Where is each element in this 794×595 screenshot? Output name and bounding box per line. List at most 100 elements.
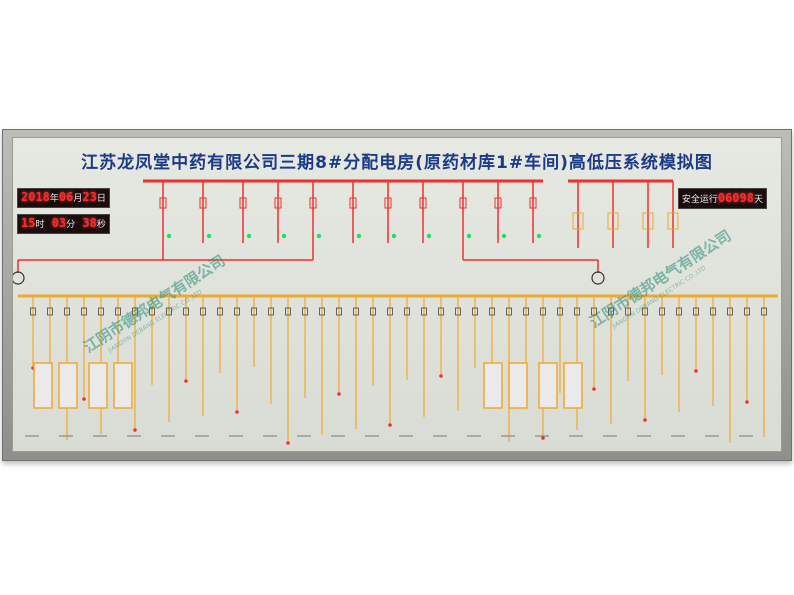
lv-lamp-12 (235, 410, 239, 414)
lv-breaker-18 (336, 307, 342, 316)
lv-lamp-18 (337, 392, 341, 396)
lv-breaker-39 (693, 307, 699, 316)
lv-lamp-9 (184, 379, 188, 383)
safe-run-days: 06098 (717, 191, 754, 205)
lv-breaker-34 (608, 307, 614, 316)
lv-breaker-19 (353, 307, 359, 316)
hv-breaker-4 (309, 197, 317, 209)
transformer-right (591, 271, 605, 285)
lv-breaker-29 (523, 307, 529, 316)
hv-status-lamp-9 (501, 233, 507, 239)
lv-breaker-16 (302, 307, 308, 316)
hv-breaker-5 (349, 197, 357, 209)
lv-breaker-30 (540, 307, 546, 316)
lv-breaker-5 (115, 307, 121, 316)
lv-breaker-33 (591, 307, 597, 316)
lv-breaker-15 (285, 307, 291, 316)
lv-lamp-42 (745, 400, 749, 404)
hv-right-pt-2 (642, 212, 654, 230)
year-value: 2018 (21, 190, 50, 204)
lv-breaker-12 (234, 307, 240, 316)
hv-status-lamp-2 (246, 233, 252, 239)
second-unit: 秒 (96, 220, 106, 230)
lv-breaker-36 (642, 307, 648, 316)
lv-breaker-43 (761, 307, 767, 316)
lv-breaker-21 (387, 307, 393, 316)
lv-breaker-10 (200, 307, 206, 316)
lv-breaker-3 (81, 307, 87, 316)
hv-breaker-6 (384, 197, 392, 209)
capacitor-cabinet-left-1 (58, 362, 78, 409)
hv-right-pt-3 (667, 212, 679, 230)
hv-breaker-1 (199, 197, 207, 209)
lv-breaker-37 (659, 307, 665, 316)
hv-breaker-2 (239, 197, 247, 209)
day-unit: 日 (96, 194, 106, 204)
board-title: 江苏龙凤堂中药有限公司三期8#分配电房(原药材库1#车间)高低压系统模拟图 (81, 153, 713, 173)
lv-breaker-8 (166, 307, 172, 316)
capacitor-cabinet-right-1 (508, 362, 528, 409)
lv-lamp-24 (439, 374, 443, 378)
hv-status-lamp-4 (316, 233, 322, 239)
hour-unit: 时 (35, 220, 45, 230)
hour-value: 15 (21, 216, 36, 230)
lv-breaker-38 (676, 307, 682, 316)
lv-breaker-40 (710, 307, 716, 316)
capacitor-cabinet-left-3 (113, 362, 133, 409)
hv-status-lamp-7 (426, 233, 432, 239)
month-unit: 月 (73, 194, 83, 204)
hv-breaker-3 (274, 197, 282, 209)
lv-breaker-22 (404, 307, 410, 316)
date-display: 2018年06月23日 (17, 188, 110, 208)
minute-unit: 分 (66, 220, 76, 230)
month-value: 06 (58, 190, 74, 204)
lv-breaker-27 (489, 307, 495, 316)
safe-run-label: 安全运行 (681, 195, 718, 205)
hv-status-lamp-5 (356, 233, 362, 239)
lv-breaker-2 (64, 307, 70, 316)
lv-lamp-30 (541, 436, 545, 440)
capacitor-cabinet-right-2 (538, 362, 558, 409)
hv-breaker-0 (159, 197, 167, 209)
hv-status-lamp-8 (466, 233, 472, 239)
lv-breaker-24 (438, 307, 444, 316)
lv-breaker-1 (47, 307, 53, 316)
hv-breaker-7 (419, 197, 427, 209)
lv-lamp-21 (388, 423, 392, 427)
lv-lamp-3 (82, 397, 86, 401)
lv-breaker-31 (557, 307, 563, 316)
hv-status-lamp-6 (391, 233, 397, 239)
lv-breaker-17 (319, 307, 325, 316)
lv-lamp-39 (694, 369, 698, 373)
capacitor-cabinet-right-0 (483, 362, 503, 409)
lv-breaker-6 (132, 307, 138, 316)
lv-lamp-6 (133, 428, 137, 432)
lv-breaker-41 (727, 307, 733, 316)
second-value: 38 (82, 216, 97, 230)
lv-breaker-14 (268, 307, 274, 316)
lv-breaker-20 (370, 307, 376, 316)
lv-breaker-9 (183, 307, 189, 316)
lv-breaker-28 (506, 307, 512, 316)
lv-breaker-32 (574, 307, 580, 316)
hv-right-pt-0 (572, 212, 584, 230)
safe-run-display: 安全运行06098天 (677, 188, 767, 209)
lv-breaker-4 (98, 307, 104, 316)
single-line-diagram (13, 179, 778, 445)
hv-breaker-8 (459, 197, 467, 209)
board-frame: 江苏龙凤堂中药有限公司三期8#分配电房(原药材库1#车间)高低压系统模拟图 20… (2, 129, 792, 461)
lv-breaker-23 (421, 307, 427, 316)
lv-breaker-0 (30, 307, 36, 316)
lv-breaker-13 (251, 307, 257, 316)
capacitor-cabinet-left-2 (88, 362, 108, 409)
lv-breaker-35 (625, 307, 631, 316)
capacitor-cabinet-left-0 (33, 362, 53, 409)
hv-right-pt-1 (607, 212, 619, 230)
time-display: 15时 03分 38秒 (17, 214, 110, 234)
transformer-left (13, 271, 25, 285)
hv-breaker-9 (494, 197, 502, 209)
capacitor-cabinet-right-3 (563, 362, 583, 409)
hv-status-lamp-10 (536, 233, 542, 239)
hv-status-lamp-1 (206, 233, 212, 239)
minute-value: 03 (51, 216, 67, 230)
